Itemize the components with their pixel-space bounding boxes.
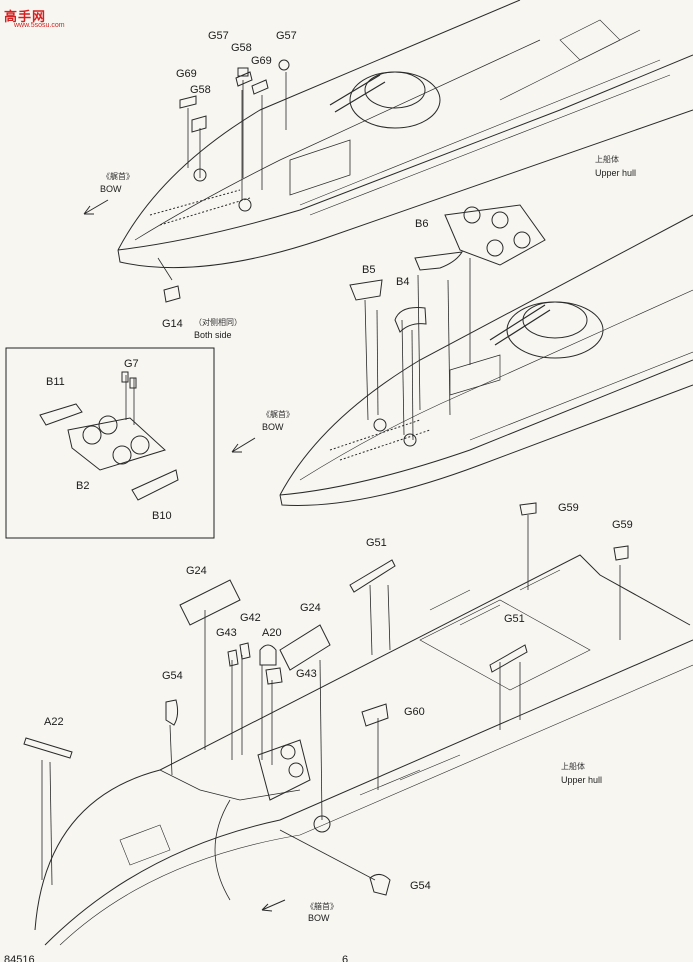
label-g24b: G24 bbox=[300, 602, 321, 614]
bow1-en: BOW bbox=[100, 184, 122, 194]
leader-lines-2 bbox=[364, 258, 471, 441]
hull1-cn: 上船体 bbox=[595, 155, 619, 164]
label-b4: B4 bbox=[396, 276, 410, 288]
hull1-en: Upper hull bbox=[595, 168, 637, 178]
label-g51a: G51 bbox=[366, 537, 387, 549]
parts-2 bbox=[349, 204, 546, 333]
label-b6: B6 bbox=[415, 218, 429, 230]
label-g59b: G59 bbox=[612, 519, 633, 531]
label-g59a: G59 bbox=[558, 502, 579, 514]
bow1-cn: 《艉首》 bbox=[102, 172, 134, 181]
label-g58b: G58 bbox=[190, 84, 211, 96]
hull-section-1 bbox=[117, 0, 693, 269]
label-g69b: G69 bbox=[251, 55, 272, 67]
label-g60: G60 bbox=[404, 706, 425, 718]
hull2-en: Upper hull bbox=[561, 775, 603, 785]
label-g14: G14 bbox=[162, 318, 183, 330]
label-b10: B10 bbox=[152, 510, 172, 522]
hull2-cn: 上船体 bbox=[561, 762, 585, 771]
label-g57b: G57 bbox=[276, 30, 297, 42]
label-g58a: G58 bbox=[231, 42, 252, 54]
both-cn: （对侧相同） bbox=[194, 318, 242, 327]
label-g24a: G24 bbox=[186, 565, 207, 577]
label-g7: G7 bbox=[124, 358, 139, 370]
label-g54a: G54 bbox=[162, 670, 183, 682]
hull-section-2 bbox=[279, 214, 693, 506]
label-g54b: G54 bbox=[410, 880, 431, 892]
both-en: Both side bbox=[194, 330, 232, 340]
product-code: 84516 bbox=[4, 954, 35, 962]
leader-lines-1 bbox=[157, 72, 287, 281]
bow3-cn: 《艏首》 bbox=[306, 902, 338, 911]
label-g69a: G69 bbox=[176, 68, 197, 80]
label-g43a: G43 bbox=[216, 627, 237, 639]
label-b5: B5 bbox=[362, 264, 376, 276]
label-g42: G42 bbox=[240, 612, 261, 624]
bow2-en: BOW bbox=[262, 422, 284, 432]
bow2-cn: 《艉首》 bbox=[262, 410, 294, 419]
inset-parts bbox=[39, 371, 179, 501]
bow3-en: BOW bbox=[308, 913, 330, 923]
parts-1 bbox=[163, 59, 290, 303]
label-g43b: G43 bbox=[296, 668, 317, 680]
watermark-url: www.5sosu.com bbox=[14, 22, 65, 29]
label-a20: A20 bbox=[262, 627, 282, 639]
parts-3 bbox=[23, 502, 629, 896]
label-g57a: G57 bbox=[208, 30, 229, 42]
label-b11: B11 bbox=[46, 376, 65, 388]
leader-lines-3 bbox=[41, 515, 621, 886]
inset-box bbox=[5, 347, 215, 539]
hull-section-3 bbox=[34, 554, 693, 946]
label-g51b: G51 bbox=[504, 613, 525, 625]
page-number: 6 bbox=[342, 954, 349, 962]
watermark-brand: 高手网 bbox=[4, 9, 47, 24]
label-a22: A22 bbox=[44, 716, 64, 728]
label-b2: B2 bbox=[76, 480, 90, 492]
